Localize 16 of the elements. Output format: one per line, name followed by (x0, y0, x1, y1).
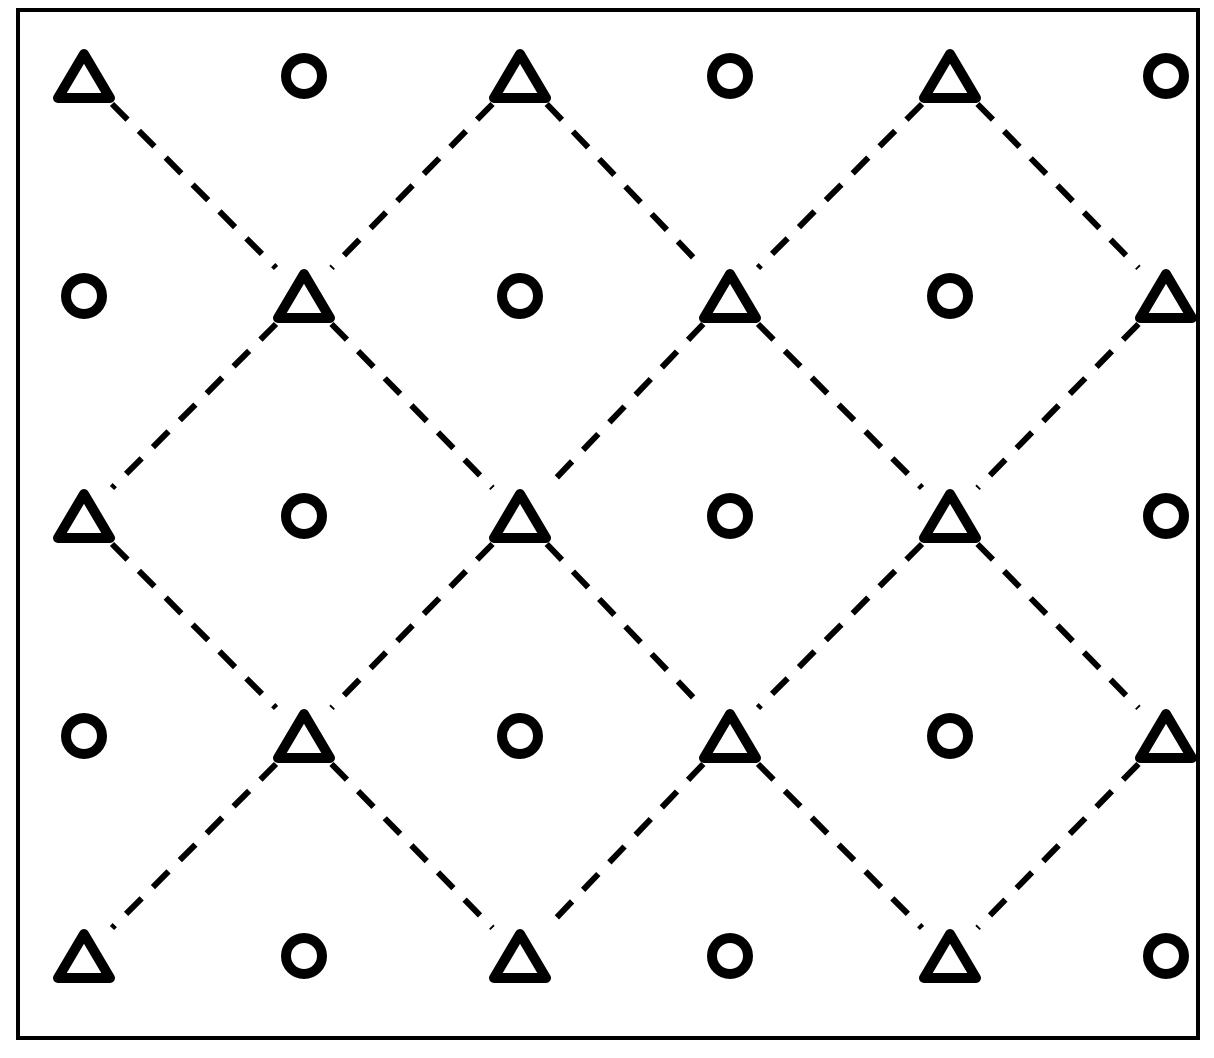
dashed-line (329, 761, 495, 931)
dashed-line (755, 101, 925, 271)
dashed-line (109, 541, 279, 711)
dashed-line (755, 761, 925, 931)
dashed-line (329, 101, 495, 271)
dashed-line (975, 541, 1141, 711)
dashed-line (109, 761, 279, 931)
dashed-line (329, 541, 495, 711)
dashed-line (755, 321, 925, 491)
dashed-line (975, 321, 1141, 491)
dashed-line (329, 321, 495, 491)
dashed-line (975, 101, 1141, 271)
dashed-line (109, 101, 279, 271)
dashed-line (109, 321, 279, 491)
dashed-line (975, 761, 1141, 931)
dashed-line (755, 541, 925, 711)
